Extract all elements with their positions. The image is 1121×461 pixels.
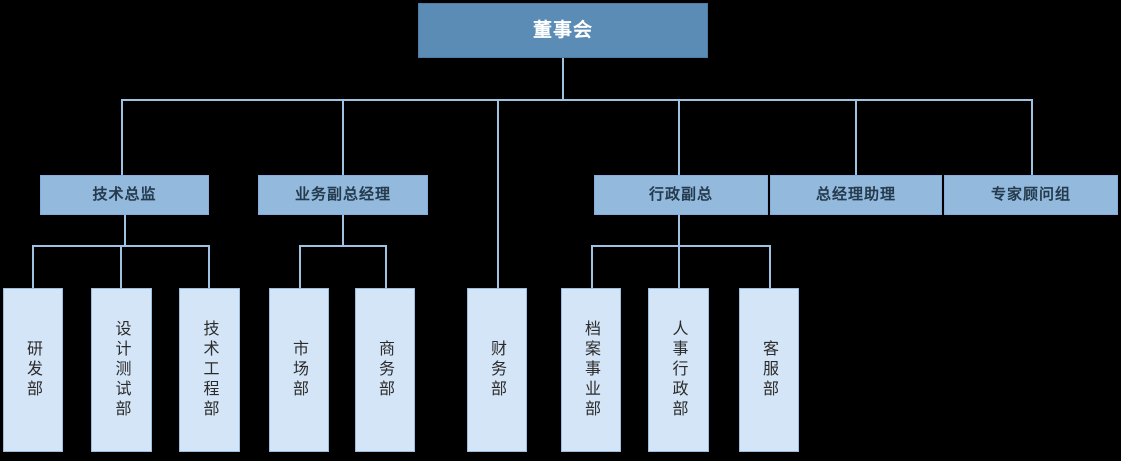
node-label: 人事行政部 [669, 320, 689, 420]
node-label: 业务副总经理 [294, 185, 391, 204]
node-hr-admin-dept[interactable]: 人事行政部 [648, 288, 709, 452]
connector-business-vp-bus [299, 245, 387, 247]
node-label: 专家顾问组 [990, 185, 1071, 204]
node-label: 财务部 [488, 340, 507, 400]
node-business-vp[interactable]: 业务副总经理 [258, 175, 428, 215]
node-label: 研发部 [24, 340, 43, 400]
connector-drop-marketing-dept [299, 245, 301, 289]
node-label: 总经理助理 [815, 185, 896, 204]
connector-drop-customer-service-dept [769, 245, 771, 289]
node-gm-assistant[interactable]: 总经理助理 [770, 175, 942, 215]
connector-root-stem [562, 58, 564, 100]
connector-business-vp-stem [342, 215, 344, 246]
node-label: 档案事业部 [582, 320, 601, 420]
connector-root-bus [121, 99, 1033, 101]
connector-drop-expert-group [1031, 99, 1033, 175]
node-label: 行政副总 [648, 185, 713, 204]
connector-drop-gm-assistant [855, 99, 857, 175]
connector-drop-tech-engineering-dept [208, 245, 210, 289]
connector-drop-business-vp [342, 99, 344, 175]
node-marketing-dept[interactable]: 市场部 [269, 288, 329, 452]
connector-admin-vp-stem [678, 215, 680, 246]
connector-drop-admin-vp [678, 99, 680, 175]
connector-drop-finance-dept [497, 99, 499, 289]
node-admin-vp[interactable]: 行政副总 [594, 175, 768, 215]
node-tech-director[interactable]: 技术总监 [40, 175, 209, 215]
node-label: 市场部 [290, 340, 309, 400]
node-label: 董事会 [532, 19, 593, 42]
node-tech-engineering-dept[interactable]: 技术工程部 [179, 288, 240, 452]
connector-drop-commerce-dept [385, 245, 387, 289]
node-label: 客服部 [760, 340, 779, 400]
node-finance-dept[interactable]: 财务部 [467, 288, 527, 452]
node-label: 设计测试部 [112, 320, 132, 420]
node-commerce-dept[interactable]: 商务部 [355, 288, 415, 452]
node-rd-dept[interactable]: 研发部 [3, 288, 63, 452]
connector-drop-rd-dept [32, 245, 34, 289]
node-board-of-directors[interactable]: 董事会 [418, 3, 708, 58]
connector-drop-hr-admin-dept [678, 245, 680, 289]
node-expert-advisory-group[interactable]: 专家顾问组 [944, 175, 1118, 215]
node-archive-business-dept[interactable]: 档案事业部 [561, 288, 621, 452]
node-label: 技术工程部 [200, 320, 220, 420]
connector-admin-vp-bus [591, 245, 771, 247]
connector-tech-director-stem [124, 215, 126, 246]
node-design-test-dept[interactable]: 设计测试部 [91, 288, 152, 452]
node-customer-service-dept[interactable]: 客服部 [739, 288, 799, 452]
node-label: 商务部 [376, 340, 395, 400]
connector-drop-tech-director [121, 99, 123, 175]
node-label: 技术总监 [92, 185, 157, 204]
connector-drop-archive-dept [591, 245, 593, 289]
connector-drop-design-test-dept [120, 245, 122, 289]
